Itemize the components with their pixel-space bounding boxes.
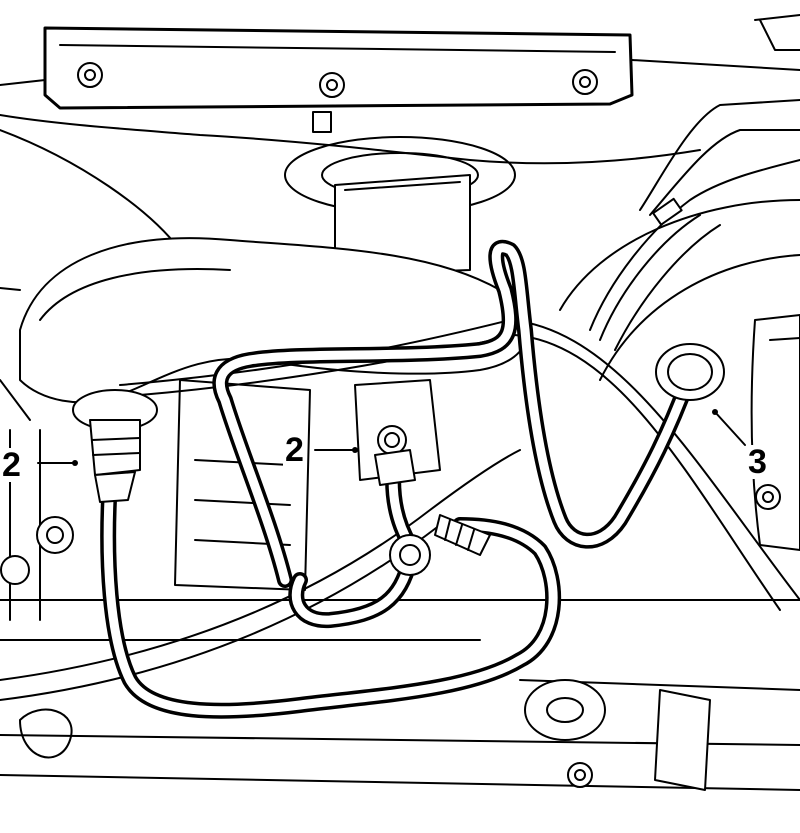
wiring-harness [589, 99, 800, 351]
strut-tower [284, 136, 516, 276]
callout-label-3: 3 [746, 443, 769, 481]
callout-label-2-left: 2 [0, 446, 23, 484]
right-hose-fitting [655, 343, 725, 401]
upper-cowl-panel [0, 14, 800, 251]
callout-label-2-middle: 2 [283, 431, 306, 469]
tee-connector [389, 514, 491, 576]
middle-hose-fitting [374, 425, 416, 486]
panel-bolts [77, 62, 598, 133]
callout-leaders [37, 409, 746, 466]
vacuum-hose-upper [212, 239, 698, 588]
left-hose-fitting [72, 389, 158, 503]
